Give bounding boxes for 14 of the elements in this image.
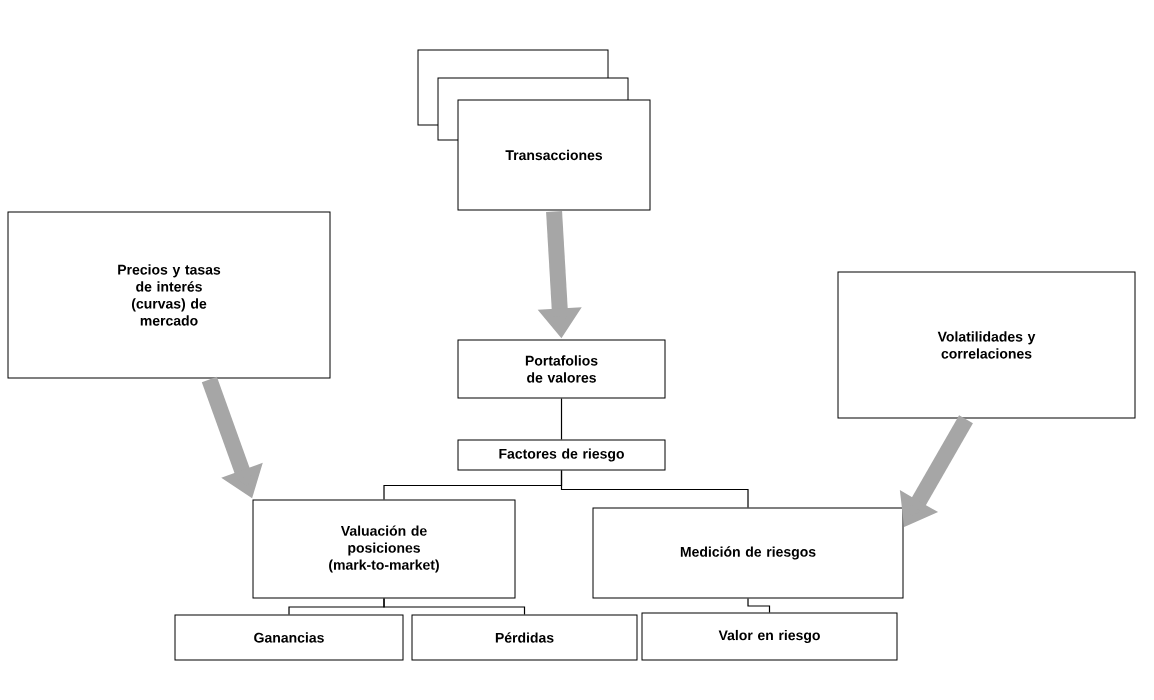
process-box: Valor en riesgo xyxy=(641,612,898,661)
connector-line xyxy=(747,597,771,614)
process-box: Valuación de posiciones (mark-to-market) xyxy=(252,499,516,599)
connector-line xyxy=(383,597,526,616)
process-box: Portafolios de valores xyxy=(457,339,666,399)
connector-line xyxy=(560,397,563,441)
process-box: Medición de riesgos xyxy=(592,507,904,599)
process-box: Pérdidas xyxy=(411,614,638,661)
process-box: Factores de riesgo xyxy=(457,439,666,471)
process-box: Ganancias xyxy=(174,614,404,661)
process-box: Precios y tasas de interés (curvas) de mercado xyxy=(7,211,331,379)
process-box: Volatilidades y correlaciones xyxy=(837,271,1136,419)
connector-line xyxy=(560,469,749,509)
process-box: Transacciones xyxy=(457,99,651,211)
